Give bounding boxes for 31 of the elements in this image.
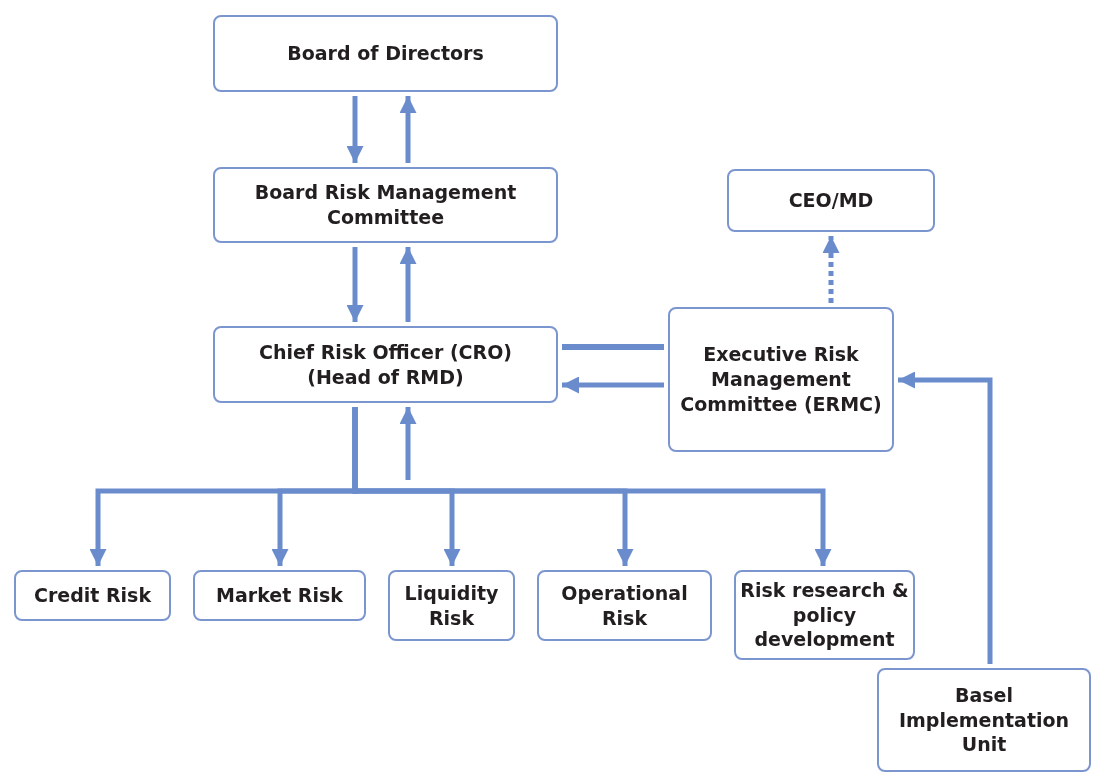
box-label: Board of Directors xyxy=(286,41,485,66)
org-box xyxy=(14,570,171,621)
box-label: Liquidity Risk xyxy=(403,580,500,631)
box-label: Risk research & policy development xyxy=(739,577,910,653)
box-label: Chief Risk Officer (CRO) (Head of RMD) xyxy=(258,339,513,390)
box-label: Basel Implementation Unit xyxy=(897,682,1071,758)
arrow xyxy=(898,371,993,664)
org-box xyxy=(877,668,1091,772)
arrow xyxy=(399,247,417,322)
arrow xyxy=(346,247,364,322)
org-box xyxy=(668,307,894,452)
box-label: Executive Risk Management Committee (ERMC) xyxy=(679,342,883,417)
arrow xyxy=(562,376,664,394)
box-label: Credit Risk xyxy=(32,583,153,608)
org-box xyxy=(213,326,558,403)
arrow xyxy=(346,96,364,163)
org-box xyxy=(213,15,558,92)
box-label: Operational Risk xyxy=(560,580,689,631)
org-box xyxy=(213,167,558,243)
org-box xyxy=(388,570,515,641)
org-box xyxy=(193,570,366,621)
box-label: Market Risk xyxy=(215,583,344,608)
connector-line xyxy=(562,344,664,350)
box-label: Board Risk Management Committee xyxy=(253,180,518,230)
org-box xyxy=(537,570,712,641)
box-label: CEO/MD xyxy=(787,188,875,213)
arrow xyxy=(399,96,417,163)
arrow xyxy=(822,236,840,303)
org-box xyxy=(734,570,915,660)
arrow xyxy=(399,407,417,480)
org-box xyxy=(727,169,935,232)
